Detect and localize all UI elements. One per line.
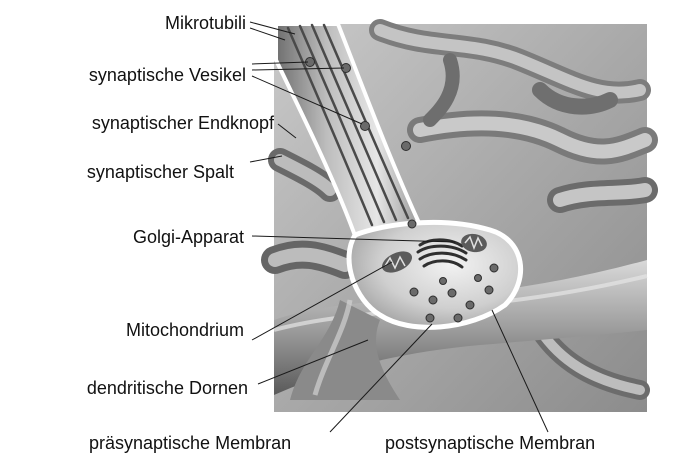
label-synaptischer-spalt: synaptischer Spalt: [86, 162, 234, 182]
leader-mikrotubili-2: [249, 27, 286, 41]
label-golgi-apparat: Golgi-Apparat: [132, 227, 244, 247]
label-synaptische-vesikel: synaptische Vesikel: [88, 65, 246, 85]
label-mitochondrium: Mitochondrium: [125, 320, 244, 340]
leader-dornen: [257, 339, 369, 385]
leader-praesynaptisch: [329, 323, 433, 433]
dendritic-spine: [290, 299, 400, 400]
label-dendritische-dornen: dendritische Dornen: [86, 378, 248, 398]
label-postsynaptische-membran: postsynaptische Membran: [385, 433, 596, 453]
leader-mitochondrium: [251, 261, 393, 341]
leader-spalt: [249, 155, 283, 163]
mitochondria: [382, 233, 487, 273]
label-praesynaptische-membran: präsynaptische Membran: [89, 433, 292, 453]
leader-vesikel-1: [251, 61, 309, 65]
leader-postsynaptisch: [491, 309, 549, 433]
label-mikrotubili: Mikrotubili: [164, 13, 246, 33]
golgi-apparatus: [416, 238, 468, 269]
leader-vesikel-2: [251, 67, 345, 71]
label-synaptischer-endknopf: synaptischer Endknopf: [91, 113, 274, 133]
leader-mikrotubili-1: [249, 21, 296, 35]
leader-vesikel-3: [251, 75, 363, 125]
background-neurites: [261, 19, 658, 400]
synaptic-vesicles: [305, 57, 499, 323]
leader-lines: [249, 21, 549, 433]
leader-endknopf: [277, 123, 297, 139]
leader-golgi: [251, 235, 456, 243]
synaptic-knob: [346, 219, 523, 330]
